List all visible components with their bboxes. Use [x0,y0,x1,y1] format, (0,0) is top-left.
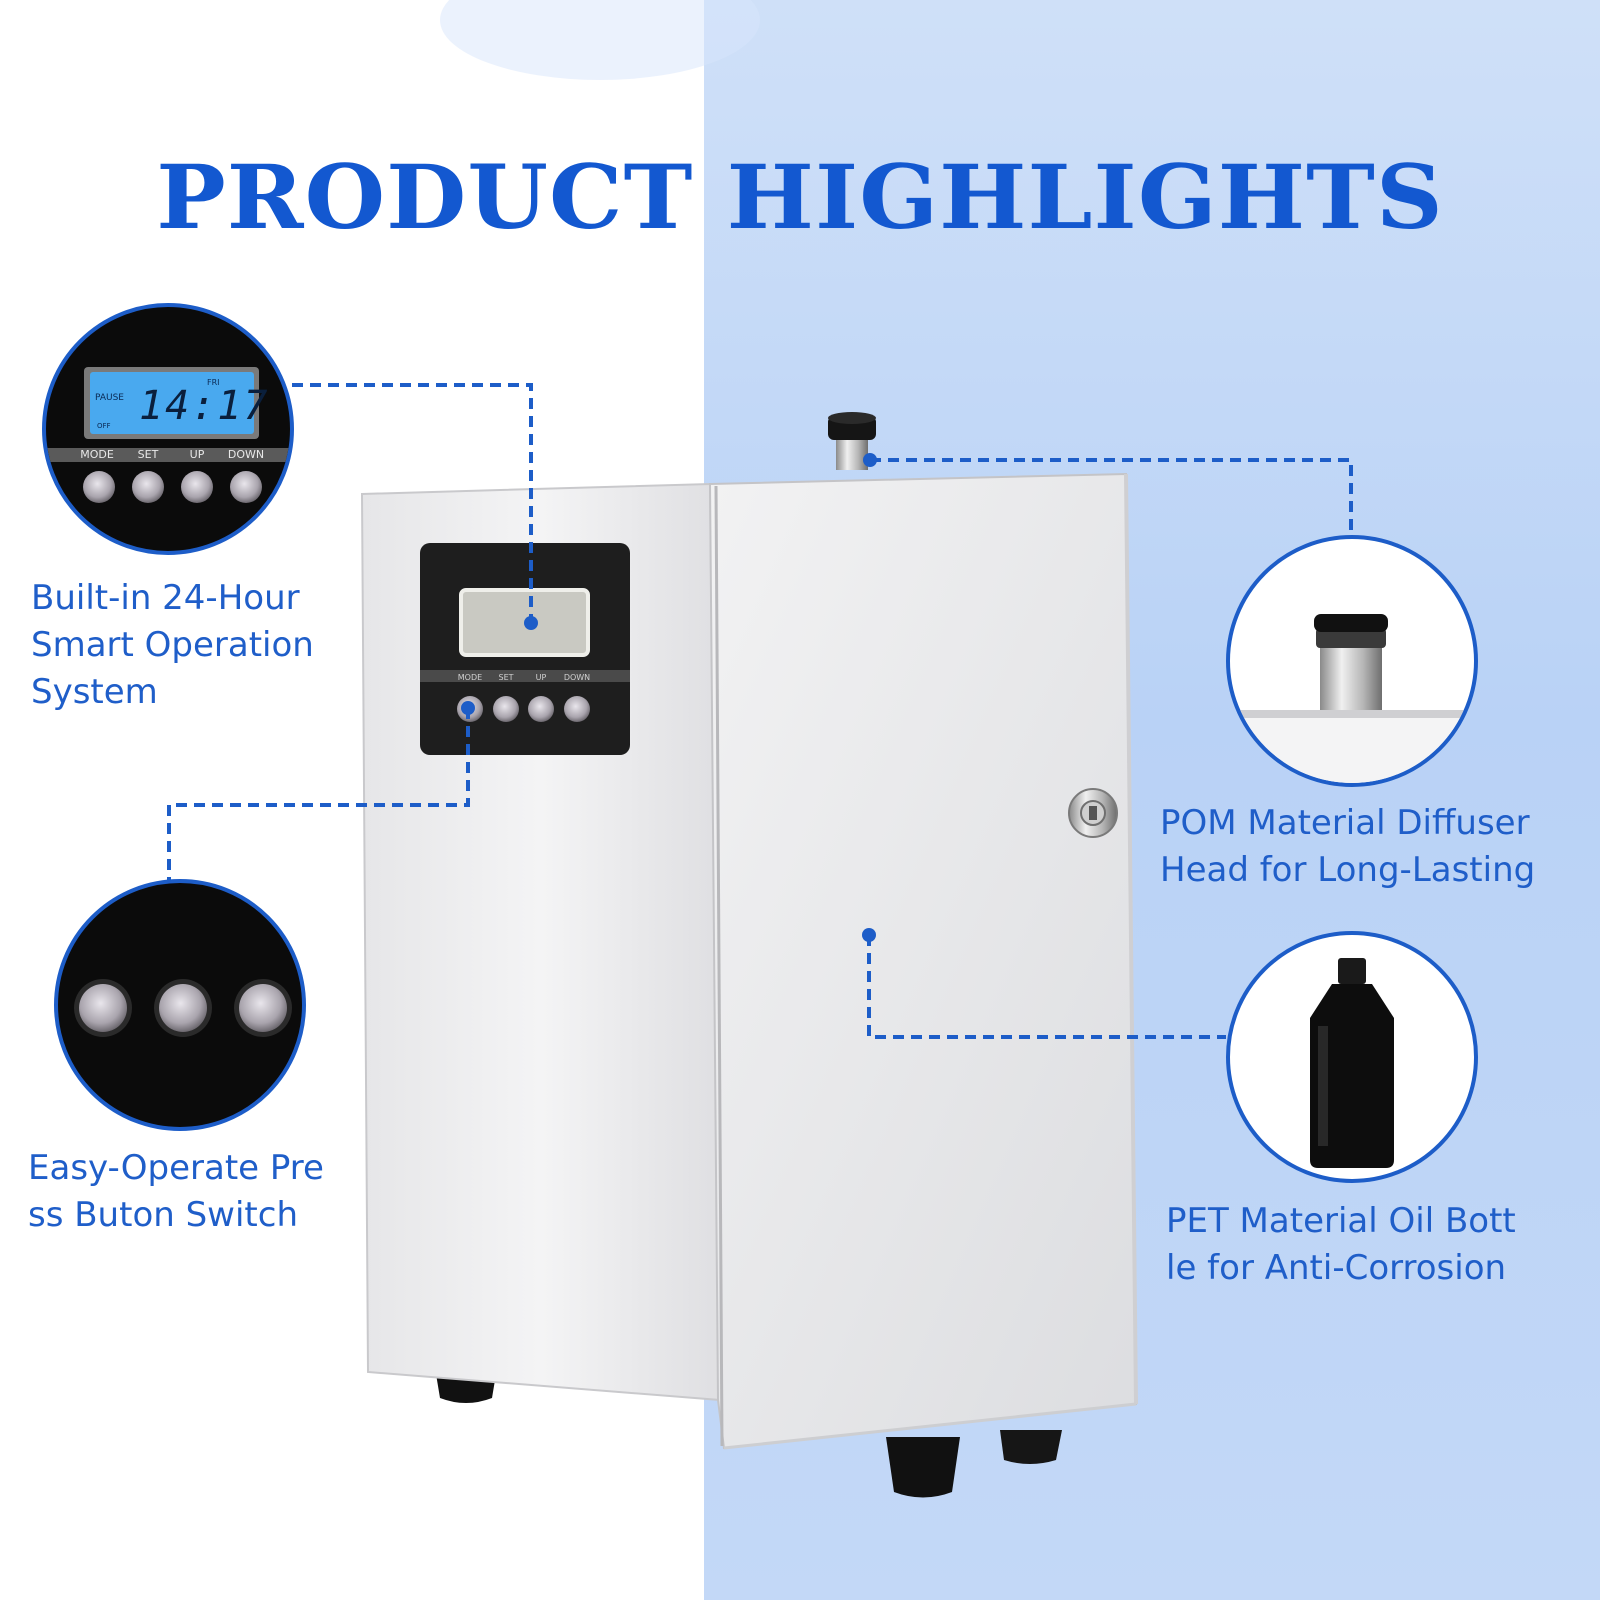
oil-bottle-icon [1226,931,1478,1183]
foot-right-back [1000,1430,1062,1464]
device-label-set: SET [498,673,513,682]
callout-line-3 [870,458,1353,538]
closeup-mode-button [83,471,115,503]
callout-line-2 [167,708,470,880]
lcd-status-top: PAUSE [95,393,124,403]
lcd-status-bottom: OFF [97,422,111,430]
closeup-set-button [132,471,164,503]
caption-line: le for Anti-Corrosion [1166,1248,1507,1288]
device-label-up: UP [536,673,547,682]
caption-oil-bottle: PET Material Oil Bott le for Anti-Corros… [1166,1198,1516,1292]
caption-line: Built-in 24-Hour [31,578,300,618]
callout-dot-4 [862,928,876,942]
caption-line: Smart Operation [31,625,314,665]
callout-dot-3 [863,453,877,467]
device-label-mode: MODE [458,673,482,682]
caption-diffuser-head: POM Material Diffuser Head for Long-Last… [1160,800,1535,894]
closeup-label-set: SET [138,448,159,461]
foot-right-front [886,1437,960,1498]
lcd-closeup-icon: MODE SET UP DOWN [42,303,294,555]
device-door [708,472,1138,1450]
caption-line: ss Buton Switch [28,1195,299,1235]
buttons-closeup-icon [54,879,306,1131]
lcd-readout: PAUSE OFF FRI 14:17 [95,378,267,434]
caption-line: Head for Long-Lasting [1160,850,1536,890]
closeup-down-button [230,471,262,503]
caption-smart-operation: Built-in 24-Hour Smart Operation System [31,575,314,716]
device-up-button[interactable] [528,696,554,722]
lcd-day: FRI [207,378,220,387]
diffuser-head-icon [1226,535,1478,787]
closeup-label-mode: MODE [80,448,114,461]
diffuser-fitting [836,438,868,470]
caption-line: POM Material Diffuser [1160,803,1530,843]
caption-line: System [31,672,158,712]
callout-dot-2 [461,701,475,715]
callout-line-1 [292,383,533,623]
caption-line: PET Material Oil Bott [1166,1201,1516,1241]
caption-press-button: Easy-Operate Pre ss Buton Switch [28,1145,324,1239]
closeup-label-down: DOWN [228,448,264,461]
caption-line: Easy-Operate Pre [28,1148,324,1188]
device-label-down: DOWN [564,673,590,682]
device-set-button[interactable] [493,696,519,722]
device-down-button[interactable] [564,696,590,722]
lcd-time: 14:17 [139,383,270,429]
page-title: PRODUCT HIGHLIGHTS [156,145,1444,249]
callout-dot-1 [524,616,538,630]
closeup-label-up: UP [190,448,205,461]
closeup-up-button [181,471,213,503]
